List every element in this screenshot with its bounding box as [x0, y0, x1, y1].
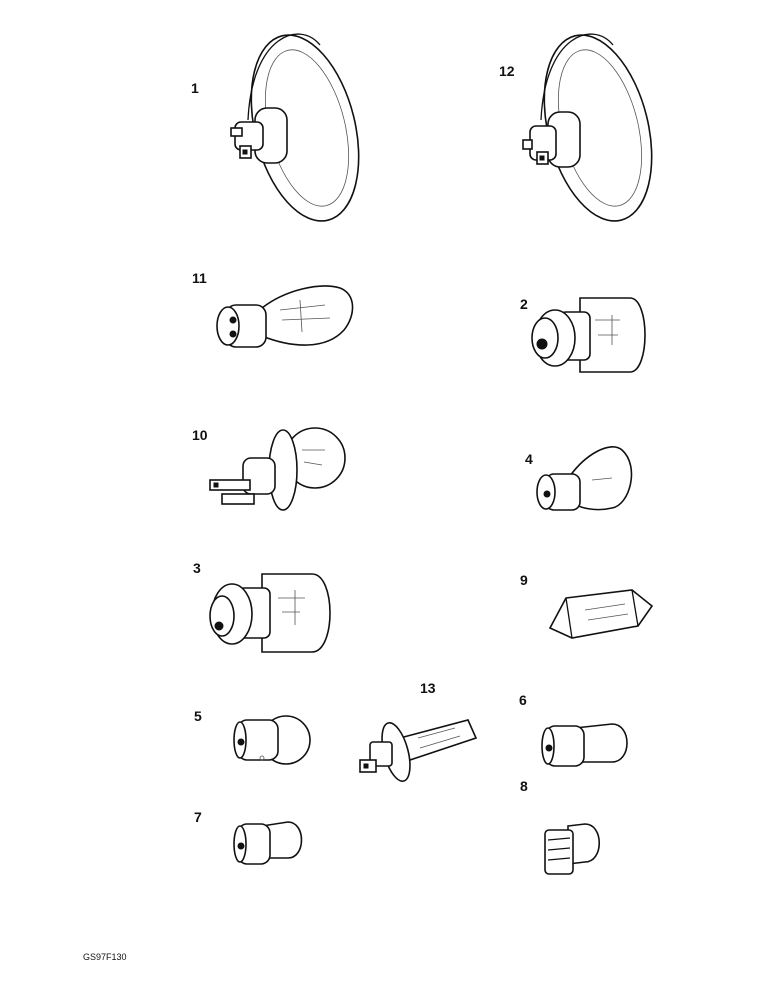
lamp-8-illustration [544, 823, 600, 875]
lamp-9-label: 9 [520, 572, 528, 588]
lamp-10-illustration [209, 427, 346, 511]
lamp-13-label: 13 [420, 680, 436, 696]
lamp-3-label: 3 [193, 560, 201, 576]
lamp-4-label: 4 [525, 451, 533, 467]
lamp-12-illustration [522, 33, 653, 222]
lamp-6-label: 6 [519, 692, 527, 708]
lamp-2-label: 2 [520, 296, 528, 312]
lamp-5-illustration [233, 715, 311, 765]
lamp-7-illustration [233, 821, 303, 865]
lamp-12-label: 12 [499, 63, 515, 79]
lamp-11-label: 11 [192, 270, 207, 286]
lamp-13-illustration [359, 719, 478, 782]
lamp-2-illustration [531, 297, 646, 373]
lamp-1-illustration [230, 33, 360, 222]
lamp-7-label: 7 [194, 809, 202, 825]
lamp-9-illustration [548, 589, 654, 639]
lamp-10-label: 10 [192, 427, 208, 443]
lamp-8-label: 8 [520, 778, 528, 794]
lamp-11-illustration [216, 285, 354, 348]
figure-code: GS97F130 [83, 952, 127, 962]
lamp-5-label: 5 [194, 708, 202, 724]
lamp-3-illustration [209, 573, 331, 653]
lamp-4-illustration [536, 446, 633, 511]
lamp-1-label: 1 [191, 80, 199, 96]
lamp-6-illustration [541, 723, 628, 767]
